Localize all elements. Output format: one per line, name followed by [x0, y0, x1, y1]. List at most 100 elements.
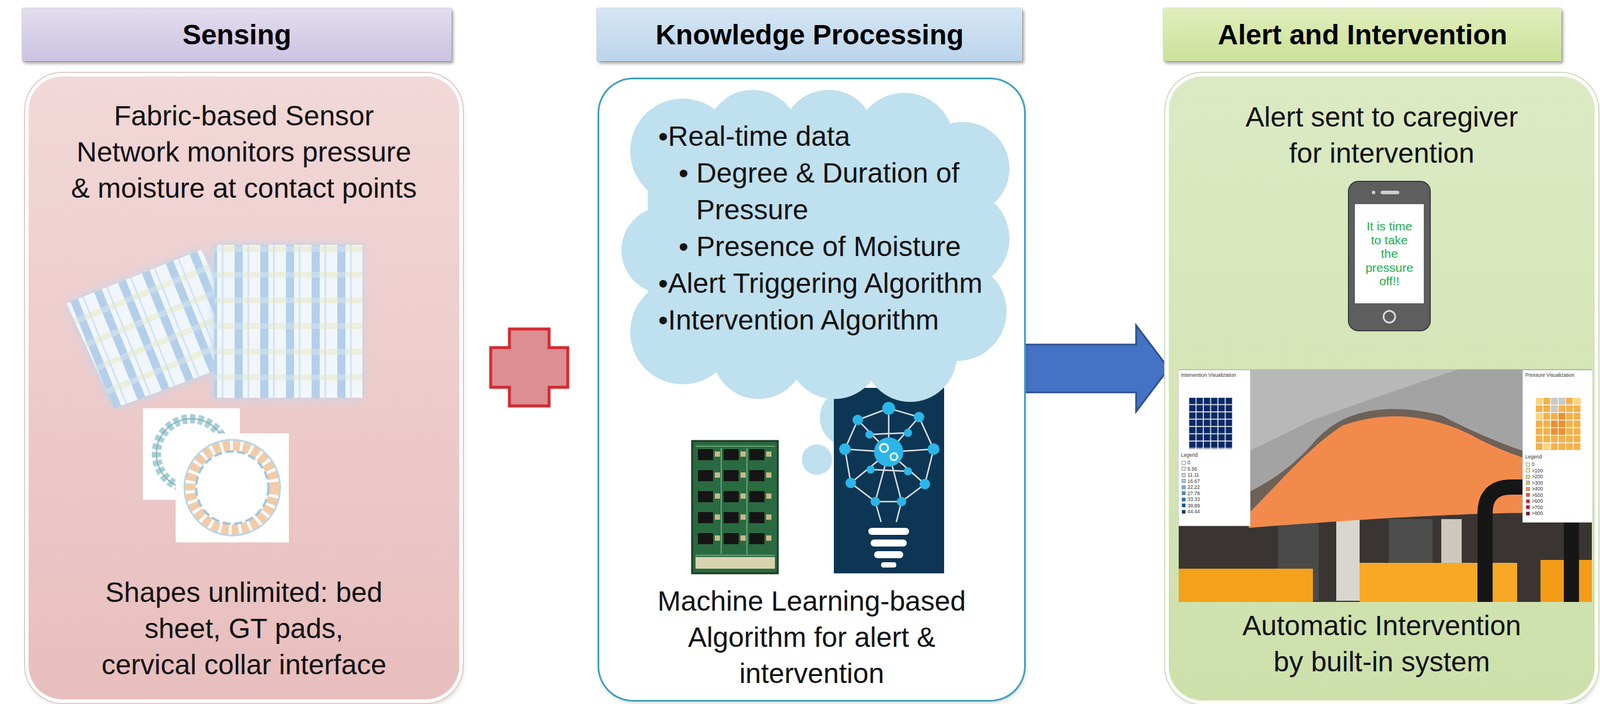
pressure-heatmap [1558, 413, 1566, 421]
intervention-heatmap [1189, 397, 1233, 450]
legend-text: 22.22 [1187, 484, 1200, 491]
header-text: Knowledge Processing [655, 18, 964, 52]
fabric-sensor-illustration [214, 245, 363, 398]
legend-text: >700 [1531, 504, 1543, 512]
legend-swatch [1525, 511, 1530, 516]
intervention-photo [1178, 513, 1592, 603]
pressure-heatmap [1550, 405, 1558, 413]
panel-text: Pressure Visualization [1525, 372, 1591, 379]
text-holder: • Degree & Duration of Pressure [678, 154, 994, 229]
legend-swatch [1525, 487, 1530, 492]
body-text: •Intervention Algorithm [658, 301, 994, 339]
processing-illustration [845, 477, 857, 489]
processing-illustration [695, 446, 775, 556]
legend-text: >100 [1531, 467, 1543, 475]
legend-text: 0 [1531, 461, 1535, 468]
processing-illustration [890, 453, 898, 461]
legend-swatch [1525, 493, 1530, 498]
text-holder: • Presence of Moisture [678, 228, 994, 265]
body-text: •Real-time data [658, 117, 994, 155]
legend-item: 38.89 [1181, 502, 1200, 510]
intervention-photo [1336, 513, 1360, 602]
legend-text: 44.44 [1187, 508, 1200, 516]
processing-illustration [839, 443, 851, 456]
legend-text: >300 [1531, 480, 1543, 487]
text-holder: Legend [1525, 453, 1591, 461]
text-holder: Knowledge Processing [596, 8, 1023, 62]
processing-illustration [870, 497, 880, 507]
legend-swatch [1525, 505, 1530, 510]
body-text: Shapes unlimited: bed sheet, GT pads, ce… [98, 574, 390, 684]
plus-symbol [490, 329, 568, 407]
legend-text: 0 [1187, 459, 1191, 467]
body-text: Machine Learning-based Algorithm for ale… [636, 583, 987, 693]
intervention-photo [1178, 369, 1592, 603]
phone-body [1354, 204, 1424, 304]
legend-item: 22.22 [1181, 484, 1200, 491]
pressure-heatmap [1573, 397, 1581, 405]
text-holder: Machine Learning-based Algorithm for ale… [636, 583, 987, 693]
legend-item: >300 [1525, 480, 1543, 487]
processing-illustration [874, 437, 904, 467]
fabric-sensor-illustration [214, 245, 363, 398]
processing-illustration [839, 402, 940, 507]
pressure-heatmap [1550, 428, 1558, 436]
processing-illustration [903, 428, 913, 438]
processing-illustration [927, 443, 940, 456]
legend-item: >100 [1525, 467, 1543, 475]
body-text: It is time to take the pressure off!! [1362, 219, 1417, 289]
pressure-heatmap [1558, 397, 1566, 405]
pressure-heatmap [1550, 420, 1558, 428]
processing-illustration [865, 430, 874, 439]
legend-item: >800 [1525, 510, 1543, 517]
thought-cloud: •Real-time data• Degree & Duration of Pr… [618, 86, 1010, 403]
processing-panel: •Real-time data• Degree & Duration of Pr… [599, 79, 1025, 701]
text-holder: Automatic Intervention by built-in syste… [1230, 608, 1534, 681]
body-text: • Presence of Moisture [696, 228, 994, 265]
legend-item: 5.56 [1181, 466, 1200, 473]
section-header: Knowledge Processing [596, 8, 1023, 62]
legend-text: 38.89 [1187, 502, 1200, 510]
legend-swatch [1525, 462, 1530, 467]
body-text: Fabric-based Sensor Network monitors pre… [65, 98, 423, 207]
pressure-heatmap [1558, 428, 1566, 436]
legend-swatch [1181, 485, 1186, 490]
visualization-panel: Intervention VisualizationLegend05.5611.… [1178, 370, 1250, 526]
processing-illustration [881, 562, 897, 568]
legend-item: 27.78 [1181, 490, 1200, 498]
pressure-heatmap [1550, 397, 1558, 405]
text-holder: Pressure Visualization [1525, 372, 1591, 379]
text-column: •Real-time data• Degree & Duration of Pr… [658, 117, 994, 339]
pressure-heatmap [1558, 420, 1566, 428]
fabric-sensor-illustration [184, 439, 281, 536]
visualization-panel: Pressure VisualizationLegend0>100>200>30… [1522, 370, 1593, 523]
legend-text: 27.78 [1187, 490, 1200, 498]
processing-illustration [868, 528, 910, 536]
alert-panel: It is time to take the pressure off!! In… [1168, 76, 1595, 701]
legend-text: >600 [1531, 498, 1543, 505]
phone-body [1383, 311, 1396, 323]
fabric-sensor-illustration [196, 451, 269, 524]
processing-illustration [896, 497, 907, 507]
legend-text: 11.11 [1187, 472, 1200, 479]
text-holder: Sensing [22, 8, 452, 62]
intervention-photo [1359, 563, 1518, 603]
legend-item: >700 [1525, 504, 1543, 512]
body-text: Automatic Intervention by built-in syste… [1230, 608, 1534, 681]
legend-item: >200 [1525, 473, 1543, 481]
legend-swatch [1181, 479, 1186, 484]
legend: 0>100>200>300>400>500>600>700>800 [1525, 461, 1543, 517]
sensing-panel: Fabric-based Sensor Network monitors pre… [28, 76, 460, 700]
legend-swatch [1181, 473, 1186, 478]
processing-illustration [874, 551, 904, 559]
text-holder: Legend [1181, 452, 1248, 459]
processing-illustration [682, 385, 952, 578]
legend-item: 0 [1181, 459, 1200, 467]
text-holder: Intervention Visualization [1181, 372, 1248, 379]
processing-illustration [801, 444, 833, 475]
processing-illustration [866, 465, 875, 474]
legend-item: >500 [1525, 492, 1543, 499]
legend-text: >800 [1531, 510, 1543, 517]
pressure-heatmap [1550, 397, 1566, 413]
